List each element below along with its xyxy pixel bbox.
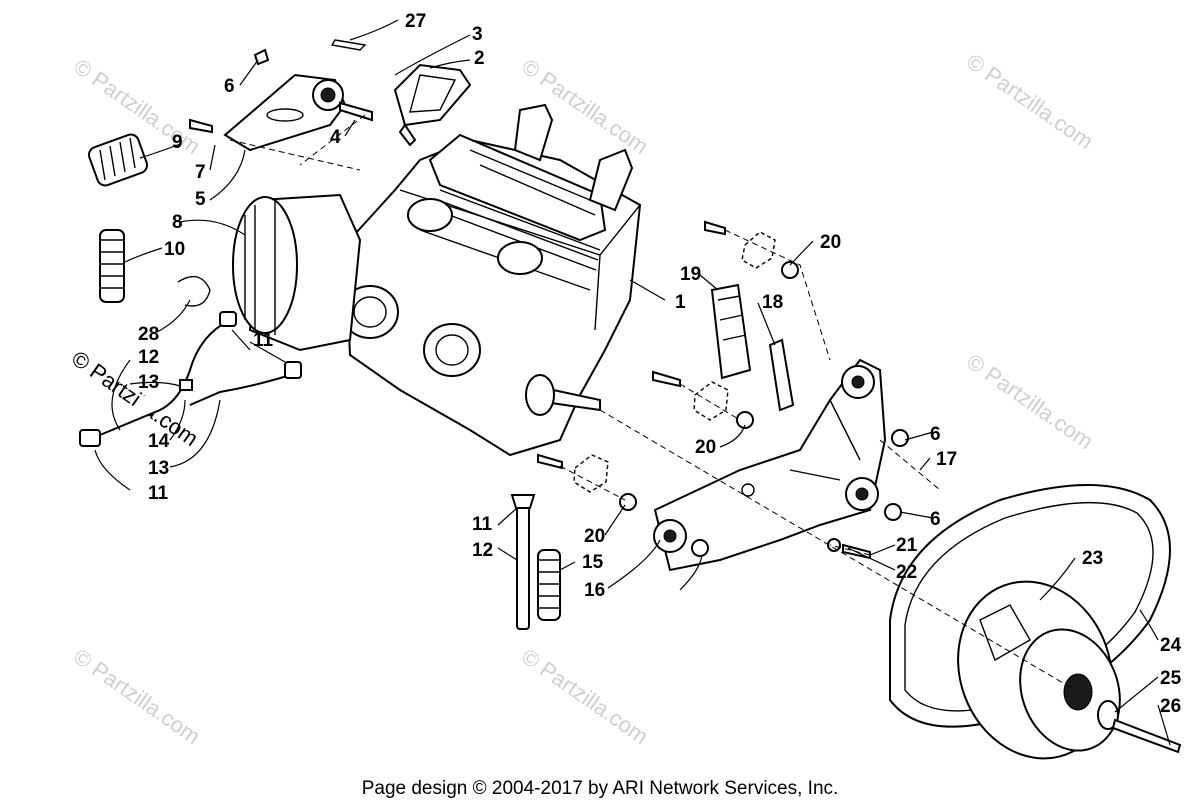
callout: 3	[472, 24, 483, 45]
callout: 20	[820, 232, 841, 253]
callout: 26	[1160, 696, 1181, 717]
engine-block	[232, 103, 642, 457]
callout-labels: 27 3 2 6 4 9 7 5 8 10 28 11 12 13 14 13 …	[138, 11, 1182, 717]
callout: 10	[164, 239, 185, 260]
callout: 19	[680, 264, 701, 285]
callout: 22	[896, 562, 917, 583]
callout: 9	[172, 132, 183, 153]
impulse-hose	[510, 494, 536, 630]
callout: 20	[695, 437, 716, 458]
callout: 16	[584, 580, 605, 601]
mount-dampers	[573, 231, 799, 511]
clamp-ring	[177, 275, 211, 307]
callout: 6	[930, 424, 941, 445]
callout: 28	[138, 324, 159, 345]
callout: 15	[582, 552, 604, 573]
leader-lines	[94, 19, 1171, 746]
front-mount-bracket	[189, 39, 373, 152]
callout: 23	[1082, 548, 1103, 569]
drive-clutch-and-belt	[889, 484, 1182, 760]
spring-9	[87, 133, 149, 187]
callout: 7	[195, 162, 206, 183]
watermark: © Partzilla.com	[962, 49, 1098, 155]
callout: 8	[172, 212, 183, 233]
callout: 18	[762, 292, 783, 313]
callout: 11	[148, 483, 169, 504]
spring-15	[537, 549, 561, 621]
callout: 25	[1160, 668, 1182, 689]
callout: 13	[148, 458, 169, 479]
callout: 17	[936, 449, 957, 470]
callout: 11	[253, 330, 274, 351]
rear-mount-plate	[653, 283, 887, 572]
callout: 11	[472, 514, 493, 535]
callout: 24	[1160, 635, 1182, 656]
callout: 2	[474, 48, 485, 69]
callout: 20	[584, 526, 605, 547]
callout: 6	[224, 76, 235, 97]
callout: 21	[896, 535, 918, 556]
callout: 5	[195, 189, 206, 210]
callout: 4	[330, 127, 341, 148]
callout: 27	[405, 11, 426, 32]
callout: 6	[930, 509, 941, 530]
fuel-line-assembly	[79, 311, 302, 447]
callout: 13	[138, 372, 159, 393]
callout: 14	[148, 431, 170, 452]
watermark: © Partzilla.com	[69, 644, 205, 750]
axis-lines	[229, 114, 1076, 691]
spring-10	[99, 229, 125, 303]
starter-handle	[393, 63, 472, 147]
callout: 12	[472, 540, 493, 561]
watermark: © Partzilla.com	[517, 644, 653, 750]
callout: 1	[675, 292, 686, 313]
callout: 12	[138, 347, 159, 368]
watermark: © Partzilla.com	[962, 349, 1098, 455]
copyright-footer: Page design © 2004-2017 by ARI Network S…	[361, 778, 839, 799]
